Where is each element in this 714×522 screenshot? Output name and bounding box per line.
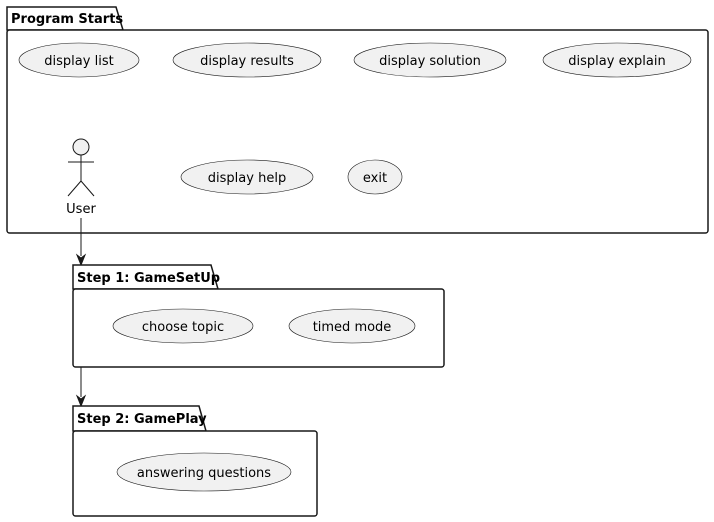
use-case-label: exit (363, 171, 387, 186)
use-case-label: answering questions (137, 466, 271, 481)
package-step2: Step 2: GamePlay answering questions (72, 405, 318, 517)
arrowhead (75, 394, 87, 408)
use-case-label: timed mode (313, 320, 392, 335)
package-title: Program Starts (11, 12, 123, 27)
package-body (6, 29, 709, 234)
use-case-timed-mode: timed mode (288, 308, 416, 344)
use-case-choose-topic: choose topic (112, 308, 254, 344)
package-program-starts: Program Starts display list display resu… (6, 6, 709, 234)
use-case-display-explain: display explain (542, 42, 692, 78)
use-case-exit: exit (347, 159, 403, 195)
use-case-label: display help (208, 171, 286, 186)
use-case-label: display solution (379, 54, 481, 69)
use-case-label: display results (200, 54, 294, 69)
use-case-display-help: display help (180, 159, 314, 195)
package-step1: Step 1: GameSetUp choose topic timed mod… (72, 264, 445, 368)
use-case-display-solution: display solution (353, 42, 507, 78)
actor-head (72, 138, 90, 156)
use-case-label: display explain (568, 54, 665, 69)
use-case-label: choose topic (142, 320, 224, 335)
package-title: Step 1: GameSetUp (77, 271, 220, 286)
use-case-label: display list (44, 54, 113, 69)
edge-user-to-step1 (75, 218, 87, 267)
edge-step1-to-step2 (75, 367, 87, 408)
package-title: Step 2: GamePlay (77, 412, 207, 427)
package-body (72, 288, 445, 368)
actor-user: User (66, 138, 96, 217)
use-case-answering-questions: answering questions (116, 452, 292, 492)
actor-label: User (66, 202, 96, 217)
use-case-display-results: display results (172, 42, 322, 78)
use-case-display-list: display list (18, 42, 140, 78)
arrowhead (75, 253, 87, 267)
